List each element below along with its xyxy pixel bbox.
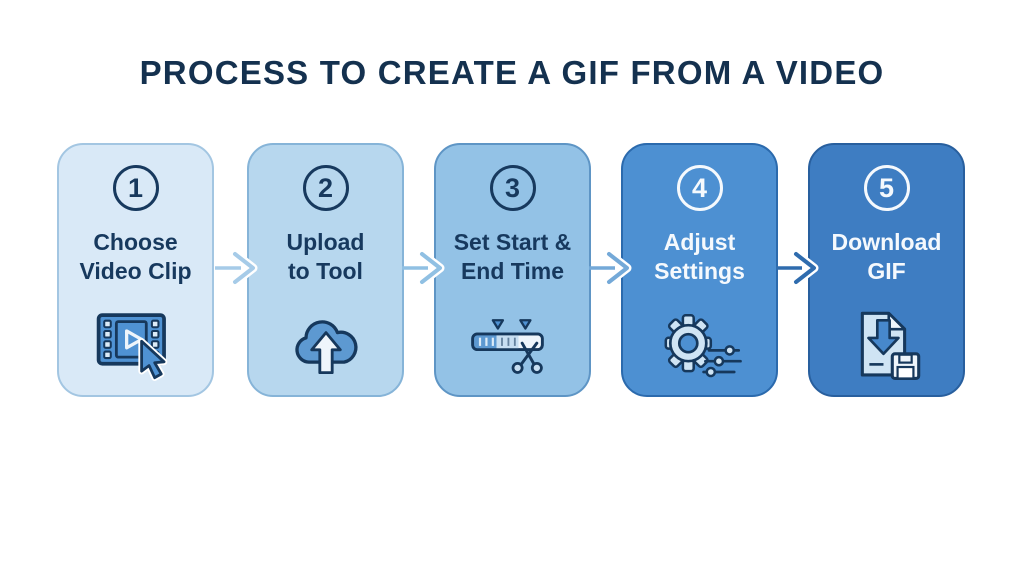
flow-arrow xyxy=(402,249,445,287)
step-number-badge: 2 xyxy=(302,165,349,211)
flow-arrow xyxy=(215,249,258,287)
step-number-badge: 1 xyxy=(112,165,159,211)
flow-arrow xyxy=(589,249,632,287)
step-number-badge: 4 xyxy=(676,165,723,211)
trim-timeline-icon xyxy=(469,295,557,395)
download-file-icon xyxy=(849,295,925,395)
step-label: Adjust Settings xyxy=(654,229,745,284)
flow-arrow xyxy=(776,249,819,287)
step-card-download: 5 Download GIF xyxy=(808,143,965,397)
step-card-choose-video: 1 Choose Video Clip xyxy=(57,143,214,397)
cloud-upload-icon xyxy=(286,295,366,395)
step-card-trim: 3 Set Start & End Time xyxy=(434,143,591,397)
step-label: Choose Video Clip xyxy=(79,229,192,284)
step-label: Set Start & End Time xyxy=(453,229,572,284)
film-clip-icon xyxy=(93,295,179,395)
step-label: Upload to Tool xyxy=(286,229,365,284)
step-card-upload: 2 Upload to Tool xyxy=(247,143,404,397)
step-label: Download GIF xyxy=(831,229,942,284)
step-number-badge: 3 xyxy=(489,165,536,211)
step-card-adjust: 4 Adjust Settings xyxy=(621,143,778,397)
step-number-badge: 5 xyxy=(863,165,910,211)
gear-sliders-icon xyxy=(656,295,744,395)
page-title: PROCESS TO CREATE A GIF FROM A VIDEO xyxy=(139,54,885,91)
